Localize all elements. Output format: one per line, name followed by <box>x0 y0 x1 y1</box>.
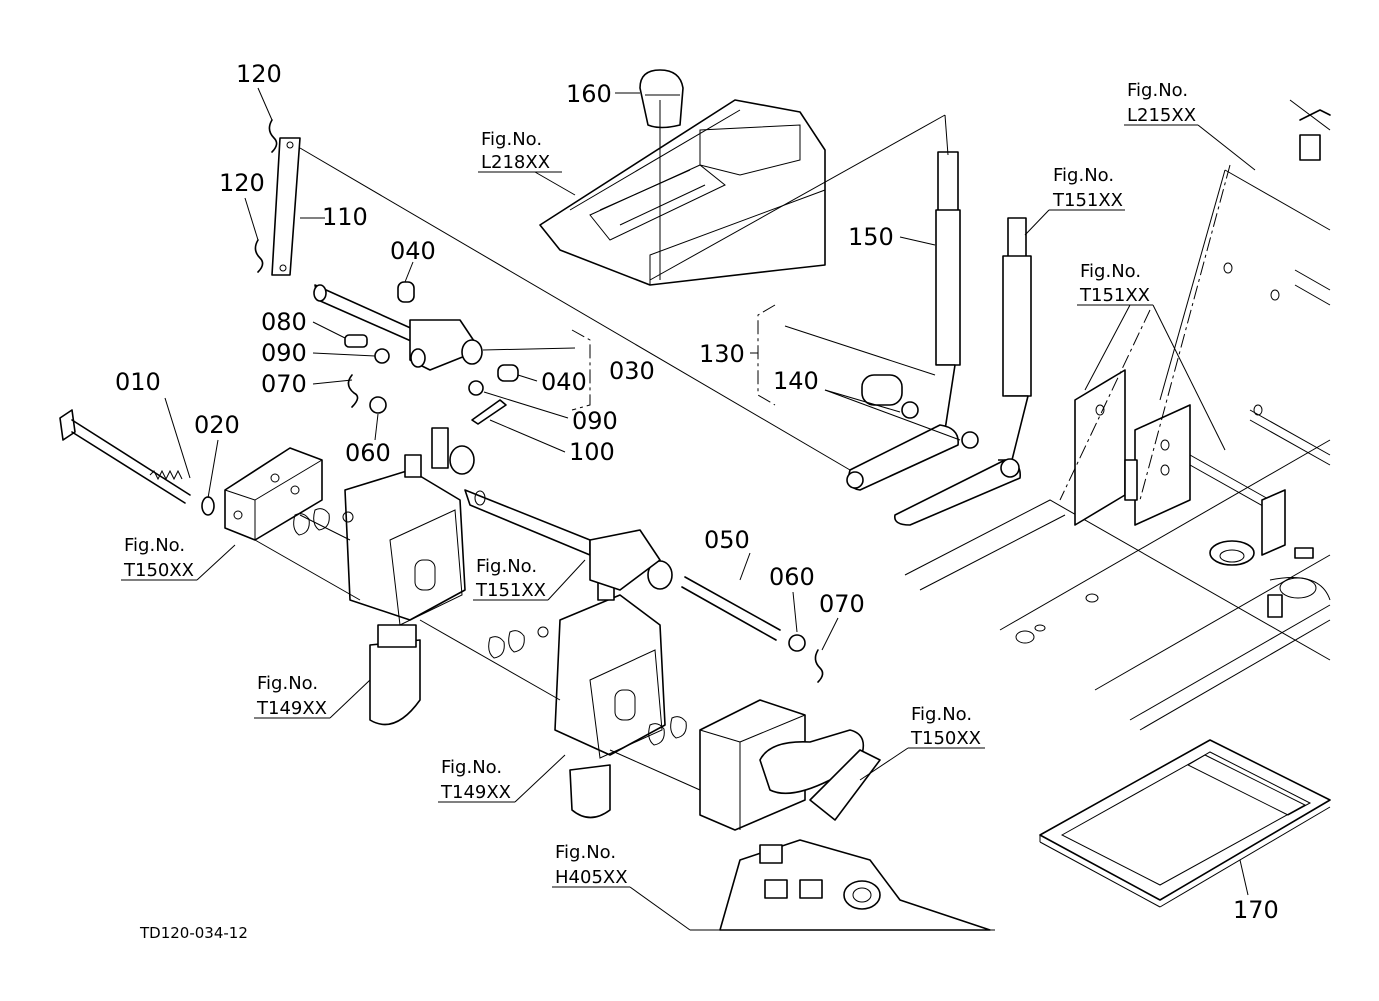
control-valve-upper <box>293 427 591 726</box>
fig-ref-prefix: Fig.No. <box>476 556 537 577</box>
part-label-040: 040 <box>541 368 587 396</box>
part-label-070: 070 <box>819 590 865 618</box>
part-label-100: 100 <box>569 438 615 466</box>
fig-ref-t151-mid: T151XX <box>475 580 546 601</box>
fig-ref-prefix: Fig.No. <box>911 704 972 725</box>
pump-assembly <box>690 699 995 931</box>
part-label-040: 040 <box>390 237 436 265</box>
control-valve-lower <box>488 529 824 819</box>
fig-ref-t150-right: T150XX <box>910 728 981 749</box>
figure-reference-leaders <box>121 124 1256 931</box>
part-label-020: 020 <box>194 411 240 439</box>
fig-ref-t151-top: T151XX <box>1052 190 1123 211</box>
fig-ref-prefix: Fig.No. <box>1127 80 1188 101</box>
fig-ref-t149-mid: T149XX <box>440 782 511 803</box>
part-label-140: 140 <box>773 367 819 395</box>
lever-knob <box>639 69 684 129</box>
fig-ref-t150-left: T150XX <box>123 560 194 581</box>
part-label-050: 050 <box>704 526 750 554</box>
long-bolt <box>59 409 323 541</box>
part-label-090: 090 <box>261 339 307 367</box>
fig-ref-t151-right: T151XX <box>1079 285 1150 306</box>
fig-ref-l218: L218XX <box>481 152 550 173</box>
part-label-130: 130 <box>699 340 745 368</box>
part-label-110: 110 <box>322 203 368 231</box>
fig-ref-prefix: Fig.No. <box>1053 165 1114 186</box>
part-label-070: 070 <box>261 370 307 398</box>
part-labels: 120 120 110 040 080 090 070 010 020 060 … <box>115 60 1279 924</box>
fig-ref-prefix: Fig.No. <box>555 842 616 863</box>
callout-lines <box>254 100 1231 791</box>
part-label-120: 120 <box>219 169 265 197</box>
part-label-030: 030 <box>609 357 655 385</box>
linkage-rod <box>254 119 301 276</box>
fig-ref-prefix: Fig.No. <box>124 535 185 556</box>
fig-ref-prefix: Fig.No. <box>441 757 502 778</box>
fig-ref-h405: H405XX <box>555 867 628 888</box>
tractor-frame <box>904 99 1331 731</box>
part-label-150: 150 <box>848 223 894 251</box>
operators-manual <box>1039 739 1331 908</box>
fig-ref-t149-left: T149XX <box>256 698 327 719</box>
pivot-lever <box>313 281 776 425</box>
fig-ref-prefix: Fig.No. <box>257 673 318 694</box>
part-label-090: 090 <box>572 407 618 435</box>
figure-references: Fig.No. L218XX Fig.No. L215XX Fig.No. T1… <box>123 80 1196 888</box>
drawing-code: TD120-034-12 <box>139 924 248 942</box>
control-levers <box>846 151 1032 526</box>
part-label-170: 170 <box>1233 896 1279 924</box>
part-label-060: 060 <box>769 563 815 591</box>
part-label-120: 120 <box>236 60 282 88</box>
part-label-160: 160 <box>566 80 612 108</box>
part-label-080: 080 <box>261 308 307 336</box>
fig-ref-prefix: Fig.No. <box>481 129 542 150</box>
part-label-010: 010 <box>115 368 161 396</box>
label-leaders <box>164 87 1249 896</box>
part-label-060: 060 <box>345 439 391 467</box>
console-cover <box>539 99 826 286</box>
fig-ref-l215: L215XX <box>1127 105 1196 126</box>
fig-ref-prefix: Fig.No. <box>1080 261 1141 282</box>
